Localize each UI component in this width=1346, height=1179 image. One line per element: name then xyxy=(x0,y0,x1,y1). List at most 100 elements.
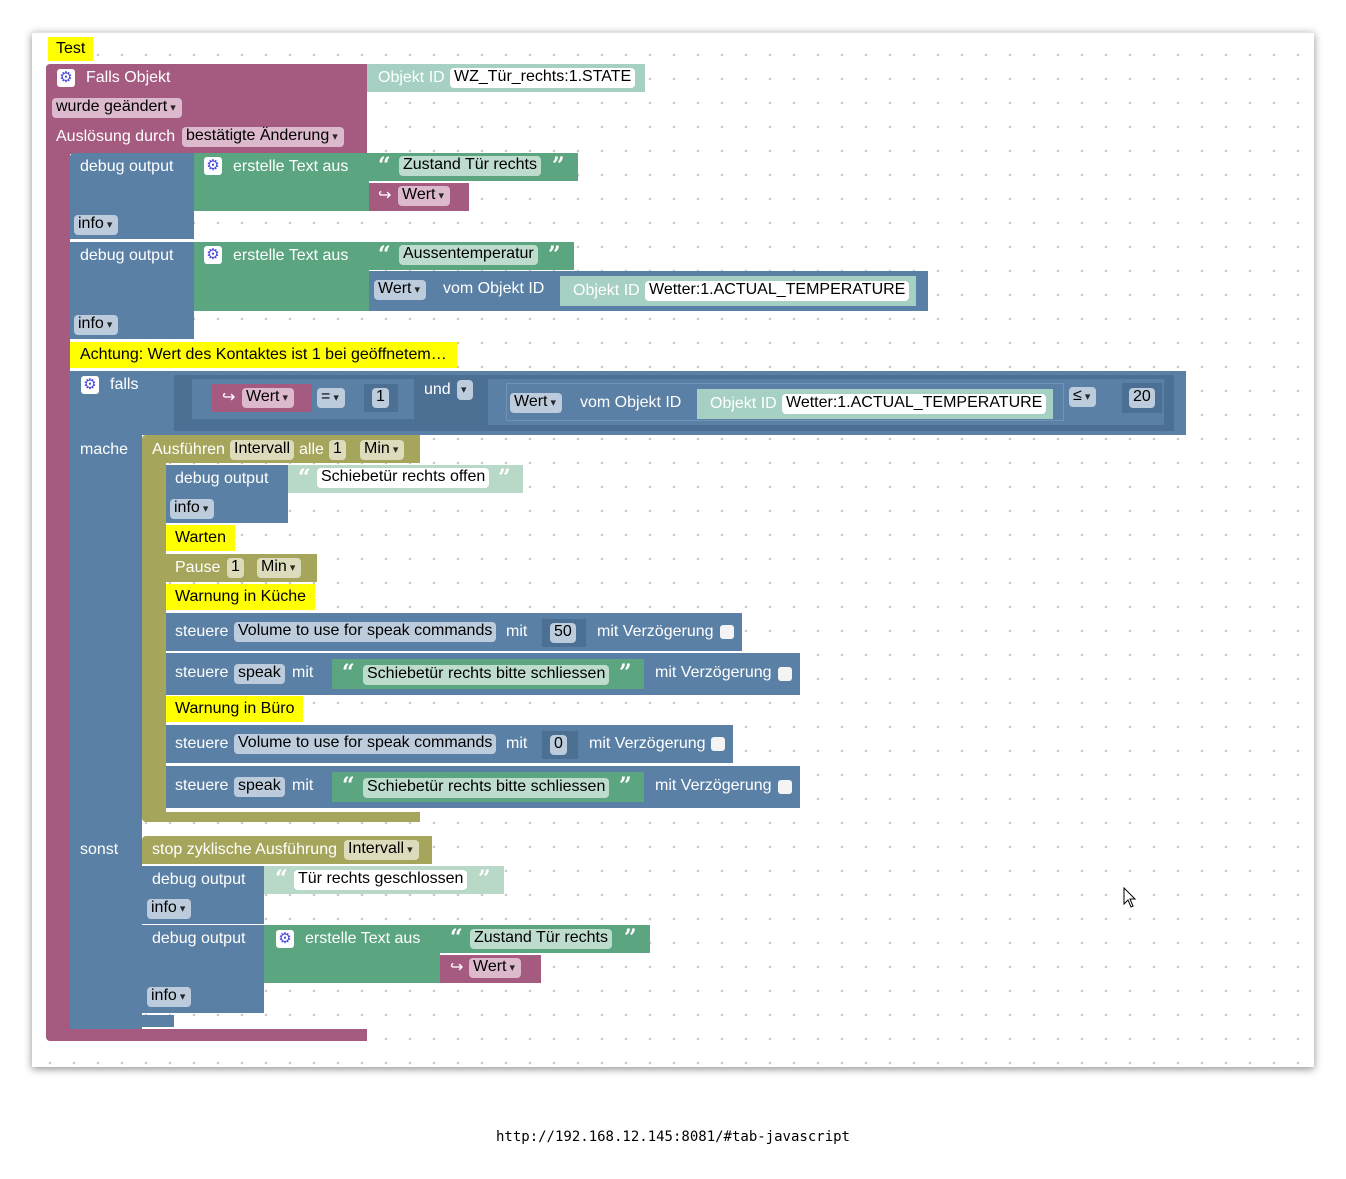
debug-label-1: debug output xyxy=(80,158,174,175)
comment-buero[interactable]: Warnung in Büro xyxy=(166,696,304,722)
text-join-label-1: erstelle Text aus xyxy=(233,158,349,175)
objekt-id-label: Objekt ID xyxy=(378,69,445,86)
mit-label-3: mit xyxy=(506,735,528,752)
close-quote-icon: ” xyxy=(619,660,632,686)
text-string-7[interactable]: Zustand Tür rechts xyxy=(470,929,612,949)
debug-label-3: debug output xyxy=(175,470,269,487)
steuere-label-4: steuere xyxy=(175,777,229,794)
return-arrow-icon: ↪ xyxy=(378,187,392,204)
objekt-id-label-2: Objekt ID xyxy=(573,282,640,299)
pause-label: Pause xyxy=(175,559,221,576)
text-join-gear-icon-1[interactable]: ⚙ xyxy=(204,157,222,175)
settings-gear-icon[interactable]: ⚙ xyxy=(57,69,75,87)
comment-kueche[interactable]: Warnung in Küche xyxy=(166,584,316,610)
trigger-frame-left xyxy=(46,143,70,1031)
text-join-gear-icon-5[interactable]: ⚙ xyxy=(276,930,294,948)
compare-op-eq[interactable]: = xyxy=(317,388,345,408)
text-join-label-5: erstelle Text aus xyxy=(305,930,421,947)
control-target-1[interactable]: Volume to use for speak commands xyxy=(234,622,497,642)
sonst-label: sonst xyxy=(80,841,119,858)
text-join-block-1[interactable] xyxy=(194,153,369,211)
ausloesung-dropdown[interactable]: bestätigte Änderung xyxy=(182,127,344,147)
close-quote-icon: ” xyxy=(624,925,637,951)
interval-value-field[interactable]: 1 xyxy=(329,440,346,460)
open-quote-icon: “ xyxy=(275,866,288,892)
text-string-4[interactable]: Schiebetür rechts bitte schliessen xyxy=(363,665,610,685)
and-dropdown[interactable] xyxy=(457,380,473,400)
if-gear-icon[interactable]: ⚙ xyxy=(81,376,99,394)
pause-unit-dropdown[interactable]: Min xyxy=(257,558,302,578)
mit-label-2: mit xyxy=(292,664,314,681)
text-join-block-2[interactable] xyxy=(194,242,369,311)
debug-level-dropdown-1[interactable]: info xyxy=(74,215,119,235)
interval-frame-left xyxy=(142,463,166,818)
number-field-0[interactable]: 0 xyxy=(550,735,567,755)
delay-checkbox-3[interactable] xyxy=(711,737,725,751)
control-target-2[interactable]: speak xyxy=(234,664,285,684)
text-string-3[interactable]: Schiebetür rechts offen xyxy=(317,468,490,488)
debug-level-dropdown-4[interactable]: info xyxy=(147,899,192,919)
pause-value-field[interactable]: 1 xyxy=(227,558,244,578)
script-comment[interactable]: Test xyxy=(48,37,94,61)
number-field-2[interactable]: 20 xyxy=(1129,388,1155,408)
if-frame-left xyxy=(70,433,142,1029)
wert-dropdown-2[interactable]: Wert xyxy=(374,280,427,300)
delay-checkbox-2[interactable] xyxy=(778,667,792,681)
number-field-50[interactable]: 50 xyxy=(550,623,576,643)
stop-interval-dropdown[interactable]: Intervall xyxy=(344,840,419,860)
wert-dropdown-1[interactable]: Wert xyxy=(398,186,451,206)
interval-name-field[interactable]: Intervall xyxy=(230,440,295,460)
control-target-3[interactable]: Volume to use for speak commands xyxy=(234,734,497,754)
objekt-id-field-if[interactable]: Wetter:1.ACTUAL_TEMPERATURE xyxy=(782,394,1047,414)
close-quote-icon: ” xyxy=(498,465,511,491)
mit-label-1: mit xyxy=(506,623,528,640)
text-string-2[interactable]: Aussentemperatur xyxy=(399,245,538,265)
steuere-label-2: steuere xyxy=(175,664,229,681)
page-url-footer: http://192.168.12.145:8081/#tab-javascri… xyxy=(495,1129,850,1145)
trigger-frame-bottom xyxy=(46,1029,367,1041)
close-quote-icon: ” xyxy=(552,153,565,179)
compare-op-le[interactable]: ≤ xyxy=(1069,387,1097,407)
delay-checkbox-4[interactable] xyxy=(778,780,792,794)
und-label: und xyxy=(424,381,451,398)
objekt-id-label-if: Objekt ID xyxy=(710,395,777,412)
delay-checkbox-1[interactable] xyxy=(720,625,734,639)
ausfuehren-label: Ausführen xyxy=(152,441,225,458)
open-quote-icon: “ xyxy=(342,773,355,799)
vom-objekt-label-2: vom Objekt ID xyxy=(443,280,545,297)
blockly-workspace[interactable]: Test ⚙ Falls Objekt wurde geändert Auslö… xyxy=(32,32,1314,1067)
open-quote-icon: “ xyxy=(298,465,311,491)
delay-label-2: mit Verzögerung xyxy=(655,664,772,681)
steuere-label-3: steuere xyxy=(175,735,229,752)
text-join-gear-icon-2[interactable]: ⚙ xyxy=(204,246,222,264)
delay-label-3: mit Verzögerung xyxy=(589,735,706,752)
mouse-cursor-icon xyxy=(1123,887,1137,908)
control-target-4[interactable]: speak xyxy=(234,777,285,797)
trigger-label: Falls Objekt xyxy=(86,69,171,86)
trigger-condition-dropdown[interactable]: wurde geändert xyxy=(52,98,182,118)
comment-contact[interactable]: Achtung: Wert des Kontaktes ist 1 bei ge… xyxy=(70,342,457,368)
text-string-1[interactable]: Zustand Tür rechts xyxy=(399,156,541,176)
delay-label-4: mit Verzögerung xyxy=(655,777,772,794)
comment-warten[interactable]: Warten xyxy=(166,525,235,551)
text-join-label-2: erstelle Text aus xyxy=(233,247,349,264)
objekt-id-field[interactable]: WZ_Tür_rechts:1.STATE xyxy=(450,68,636,88)
return-arrow-icon: ↪ xyxy=(450,959,464,976)
mache-label: mache xyxy=(80,441,129,458)
debug-level-dropdown-3[interactable]: info xyxy=(170,499,215,519)
mit-label-4: mit xyxy=(292,777,314,794)
text-string-6[interactable]: Tür rechts geschlossen xyxy=(294,870,468,890)
text-string-5[interactable]: Schiebetür rechts bitte schliessen xyxy=(363,778,610,798)
interval-unit-dropdown[interactable]: Min xyxy=(360,440,405,460)
return-arrow-icon: ↪ xyxy=(222,389,236,406)
close-quote-icon: ” xyxy=(548,242,561,268)
debug-level-dropdown-5[interactable]: info xyxy=(147,987,192,1007)
wert-dropdown-if2[interactable]: Wert xyxy=(510,393,563,413)
interval-frame-bottom xyxy=(142,812,420,822)
debug-level-dropdown-2[interactable]: info xyxy=(74,315,119,335)
number-field-1[interactable]: 1 xyxy=(372,388,389,408)
wert-dropdown-if[interactable]: Wert xyxy=(242,388,295,408)
objekt-id-field-2[interactable]: Wetter:1.ACTUAL_TEMPERATURE xyxy=(645,281,910,301)
wert-dropdown-5[interactable]: Wert xyxy=(469,958,522,978)
open-quote-icon: “ xyxy=(378,242,391,268)
